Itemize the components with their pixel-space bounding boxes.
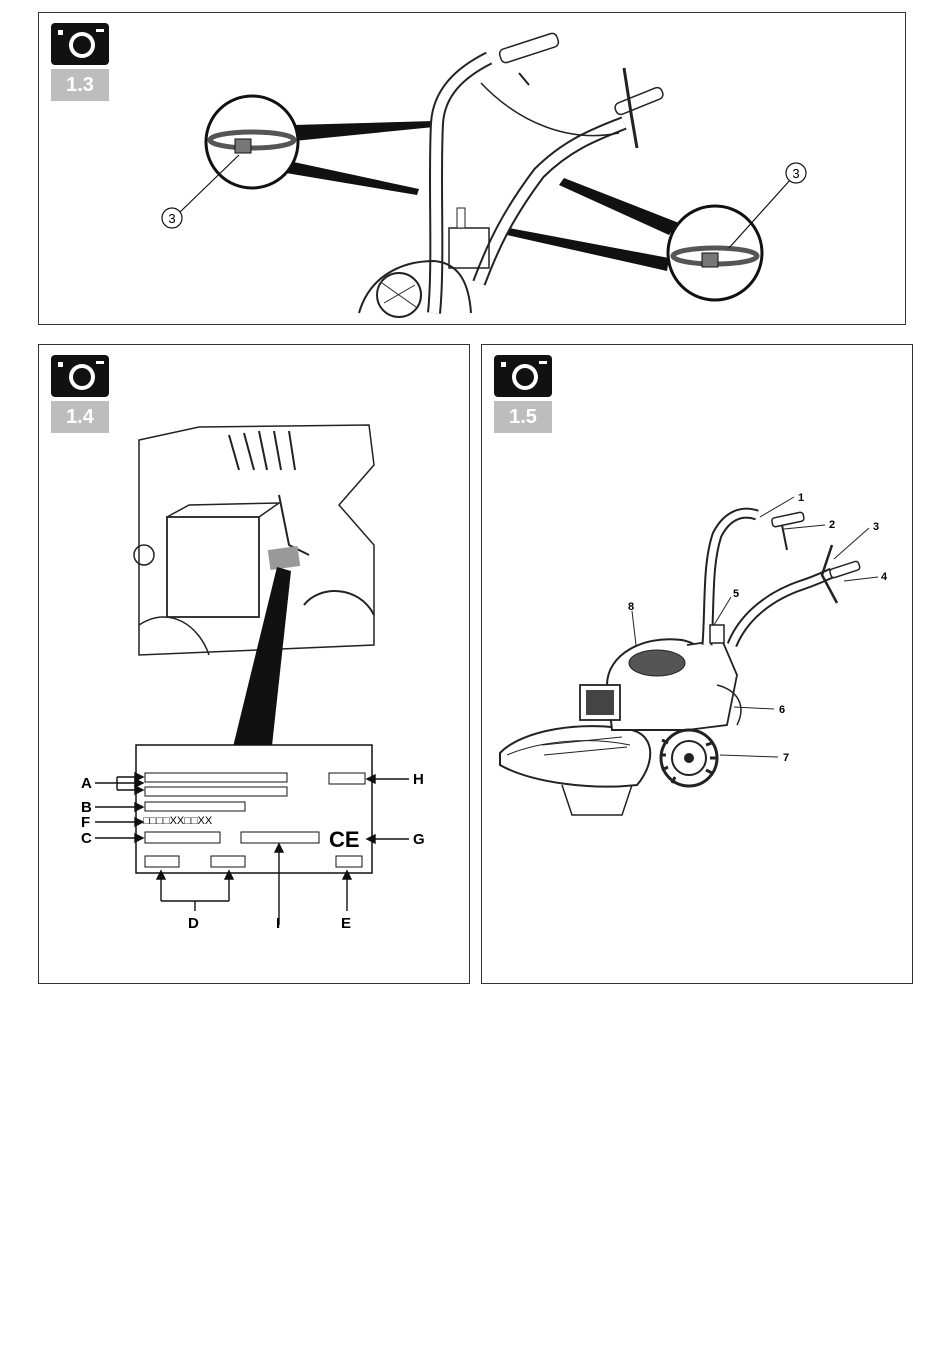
label-H: H — [413, 771, 424, 788]
callout-8: 8 — [628, 601, 634, 613]
plate-code: □□□□XX□□XX — [143, 815, 212, 827]
brush-cutter-overview-illustration: 1 2 3 4 5 6 7 8 — [482, 345, 912, 983]
label-G: G — [413, 831, 425, 848]
engine-identification-plate-location-illustration — [39, 345, 469, 983]
callout-6: 6 — [779, 704, 785, 716]
label-I: I — [276, 915, 280, 932]
callout-3-right: 3 — [792, 166, 799, 181]
label-D: D — [188, 915, 199, 932]
callout-3-left: 3 — [168, 211, 175, 226]
callout-2: 2 — [829, 519, 835, 531]
callout-1: 1 — [798, 492, 804, 504]
figure-1-3-panel: 1.3 3 3 — [38, 12, 906, 325]
figure-1-4-panel: 1.4 — [38, 344, 470, 984]
callout-5: 5 — [733, 588, 739, 600]
label-E: E — [341, 915, 351, 932]
label-A: A — [81, 775, 92, 792]
callout-4: 4 — [881, 571, 888, 583]
label-C: C — [81, 830, 92, 847]
callout-7: 7 — [783, 752, 789, 764]
figure-1-5-panel: 1.5 — [481, 344, 913, 984]
callout-3: 3 — [873, 521, 879, 533]
handlebar-cable-tie-illustration: 3 3 — [39, 13, 905, 324]
ce-mark: CE — [329, 827, 360, 853]
label-F: F — [81, 814, 90, 831]
